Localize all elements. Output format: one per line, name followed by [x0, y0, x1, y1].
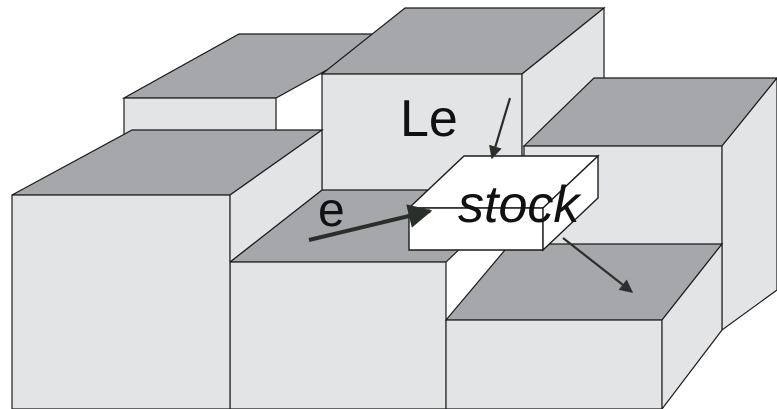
arrow-e-to-stock: [308, 204, 433, 242]
block-left: [11, 128, 324, 409]
label-stock: stock: [458, 176, 582, 234]
arrow-stock-out: [562, 237, 634, 293]
arrow-le-to-stock: [489, 97, 512, 160]
stock-block: [407, 154, 600, 252]
block-front-right: [444, 242, 724, 409]
label-e: e: [318, 184, 345, 237]
label-le: Le: [400, 90, 458, 148]
